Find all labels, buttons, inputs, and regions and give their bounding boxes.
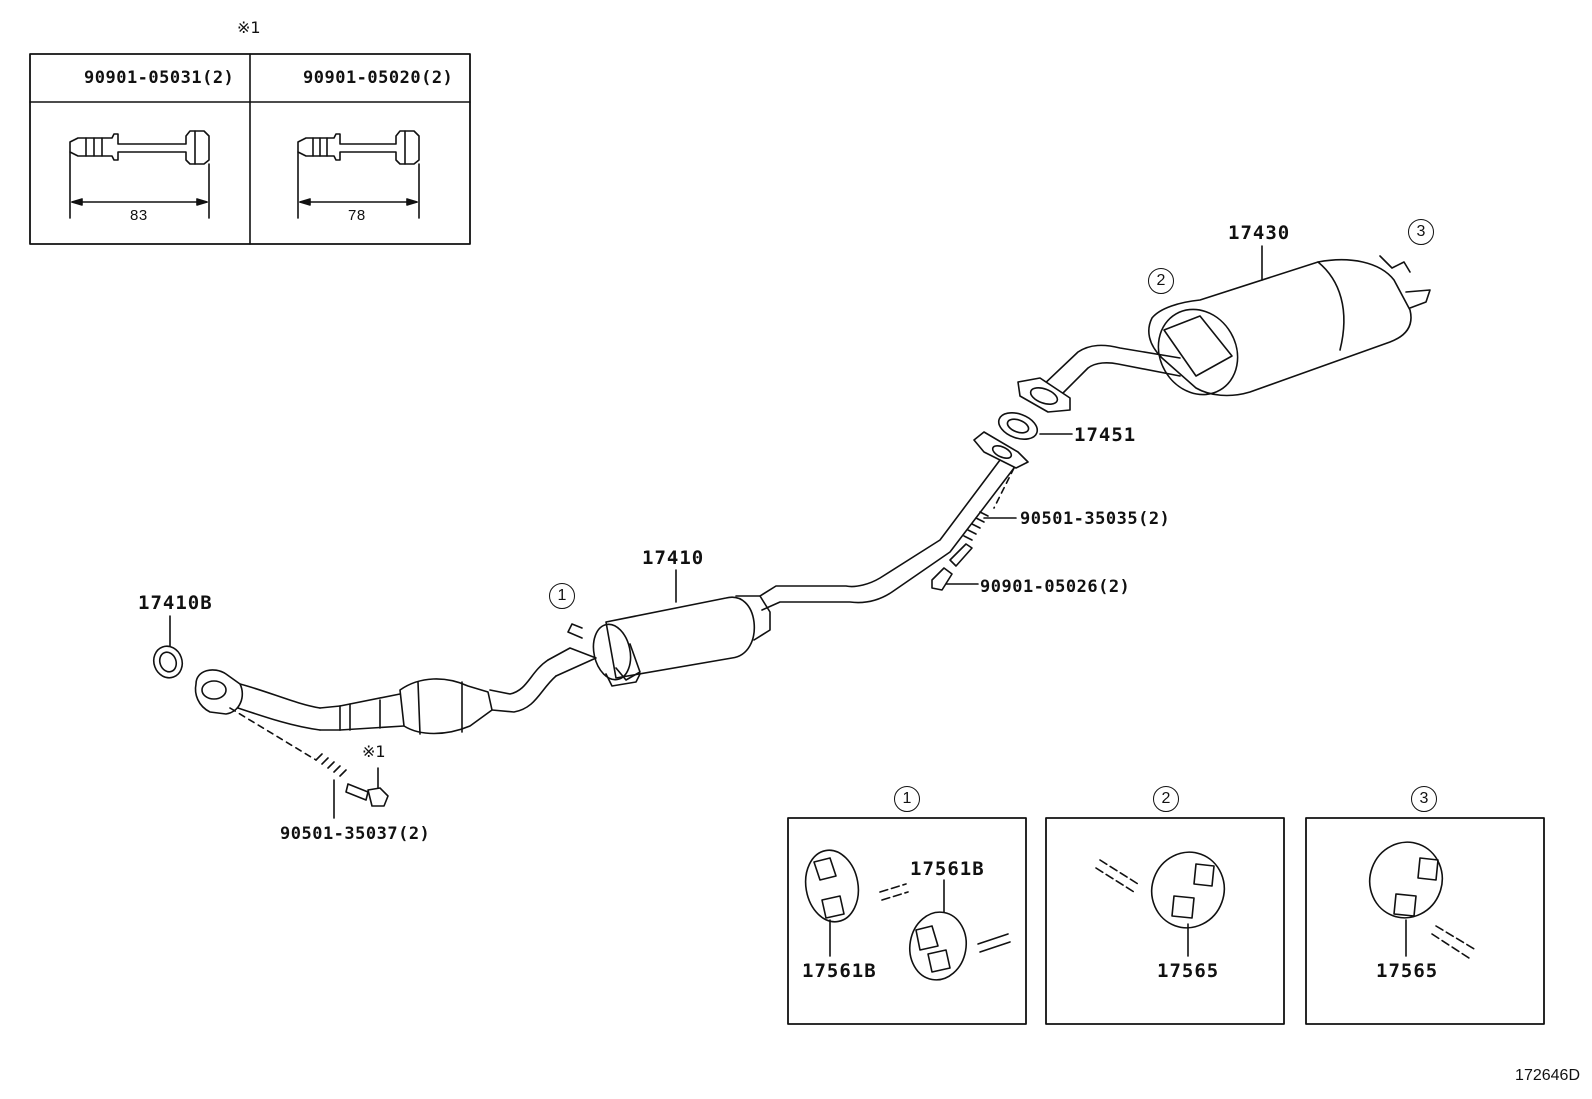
detail-box-1-label-b: 17561B xyxy=(802,960,877,982)
detail-box-3 xyxy=(1305,817,1545,1025)
rear-spring-bolt-illustration xyxy=(931,467,1017,591)
detail-box-1-label-a: 17561B xyxy=(910,858,985,880)
inset-left-length: 83 xyxy=(130,207,148,224)
label-muffler: 17430 xyxy=(1228,222,1291,244)
front-spring-bolt-illustration xyxy=(229,707,389,819)
bolt-inset-table xyxy=(29,53,471,245)
label-spring: 90501-35035(2) xyxy=(1020,509,1171,529)
muffler-illustration xyxy=(1017,255,1431,413)
inset-note-mark: ※1 xyxy=(237,18,261,37)
callout-1: 1 xyxy=(549,583,575,609)
detail-box-1 xyxy=(787,817,1027,1025)
label-bolt: 90901-05026(2) xyxy=(980,577,1131,597)
inset-left-part-number: 90901-05031(2) xyxy=(84,68,235,88)
inset-right-length: 78 xyxy=(348,207,366,224)
callout-3: 3 xyxy=(1408,219,1434,245)
detail-box-3-label: 17565 xyxy=(1376,960,1439,982)
bolt-83-illustration xyxy=(69,130,210,219)
detail-box-2 xyxy=(1045,817,1285,1025)
bolt-78-illustration xyxy=(297,130,420,219)
label-ring: 17410B xyxy=(138,592,213,614)
detail-box-2-label: 17565 xyxy=(1157,960,1220,982)
figure-reference-code: 172646D xyxy=(1515,1067,1580,1084)
detail-box-3-number: 3 xyxy=(1411,786,1437,812)
ring-illustration xyxy=(152,615,184,679)
front-bolt-note-mark: ※1 xyxy=(362,742,386,761)
label-center-pipe: 17410 xyxy=(642,547,705,569)
center-pipe-illustration xyxy=(194,431,1029,735)
callout-2: 2 xyxy=(1148,268,1174,294)
label-front-spring: 90501-35037(2) xyxy=(280,824,431,844)
gasket-illustration xyxy=(997,412,1073,440)
label-gasket: 17451 xyxy=(1074,424,1137,446)
detail-box-1-number: 1 xyxy=(894,786,920,812)
inset-right-part-number: 90901-05020(2) xyxy=(303,68,454,88)
detail-box-2-number: 2 xyxy=(1153,786,1179,812)
